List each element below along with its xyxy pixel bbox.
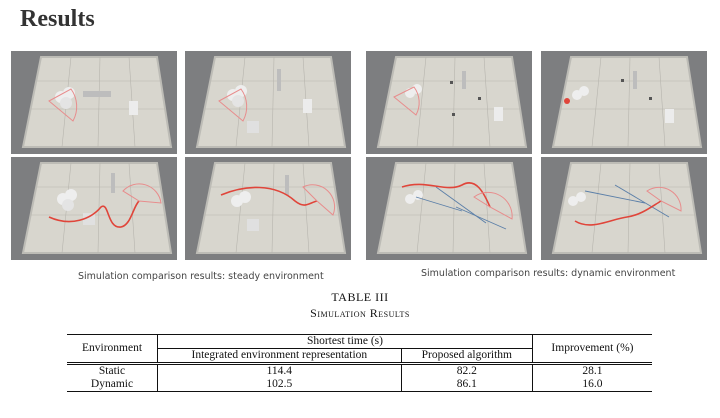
table-caption: Simulation Results xyxy=(310,306,410,320)
steady-caption: Simulation comparison results: steady en… xyxy=(78,271,324,282)
cell-improvement: 16.0 xyxy=(582,378,603,390)
simulation-image xyxy=(541,157,707,260)
table-number: TABLE III xyxy=(331,290,389,304)
results-table: Environment Shortest time (s) Improvemen… xyxy=(67,334,652,392)
column-header-shortest-time: Shortest time (s) xyxy=(157,334,533,349)
simulation-image xyxy=(185,51,351,154)
column-header-environment: Environment xyxy=(67,334,158,364)
table-row: Static 114.4 82.2 28.1 xyxy=(67,363,652,378)
simulation-image xyxy=(541,51,707,154)
simulation-image xyxy=(366,157,532,260)
slide-title: Results xyxy=(20,6,95,32)
cell-environment: Static xyxy=(67,363,158,378)
simulation-image xyxy=(185,157,351,260)
cell-proposed: 86.1 xyxy=(401,378,533,392)
cell-integrated: 114.4 xyxy=(157,363,402,378)
table-row: Dynamic 102.5 86.1 16.0 xyxy=(67,378,652,392)
simulation-image xyxy=(11,157,177,260)
cell-environment: Dynamic xyxy=(67,378,158,392)
column-header-integrated: Integrated environment representation xyxy=(157,348,402,364)
cell-integrated: 102.5 xyxy=(157,378,402,392)
simulation-image xyxy=(366,51,532,154)
column-header-improvement: Improvement (%) xyxy=(531,334,652,364)
simulation-image xyxy=(11,51,177,154)
column-header-proposed: Proposed algorithm xyxy=(421,349,513,361)
dynamic-caption: Simulation comparison results: dynamic e… xyxy=(421,268,676,279)
cell-improvement: 28.1 xyxy=(582,365,603,377)
cell-proposed: 82.2 xyxy=(401,363,533,378)
